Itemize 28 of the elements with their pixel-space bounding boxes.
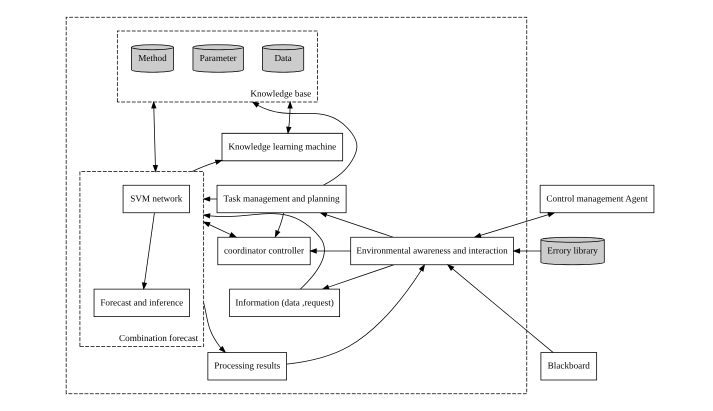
node-box: SVM network	[122, 184, 190, 214]
arrow	[308, 248, 350, 254]
arrow	[318, 212, 394, 238]
arrow	[141, 212, 154, 290]
arrow	[472, 212, 555, 238]
arrow	[150, 100, 158, 173]
node-box: coordinator controller	[216, 236, 310, 266]
arrow	[202, 302, 226, 354]
node-box: Knowledge learning machine	[221, 132, 343, 162]
arrow	[251, 101, 357, 186]
arrow	[202, 196, 217, 202]
cluster	[65, 16, 527, 394]
arrow	[274, 212, 284, 238]
arrow	[286, 264, 425, 365]
node-box: Blackboard	[540, 352, 597, 380]
node-box: Forecast and inference	[93, 288, 190, 318]
node-box: Information (data ,request)	[228, 288, 340, 318]
arrow	[202, 213, 324, 290]
arrow	[446, 264, 553, 353]
arrow	[286, 100, 292, 134]
node-box: Environmental awareness and interaction	[350, 236, 514, 266]
arrow	[202, 221, 237, 238]
arrow	[191, 160, 222, 172]
node-box: Control management Agent	[539, 184, 654, 214]
node-box: Processing results	[206, 352, 286, 380]
arrow	[512, 248, 541, 254]
arrow	[321, 264, 394, 290]
node-box: Task management and planning	[216, 184, 346, 214]
